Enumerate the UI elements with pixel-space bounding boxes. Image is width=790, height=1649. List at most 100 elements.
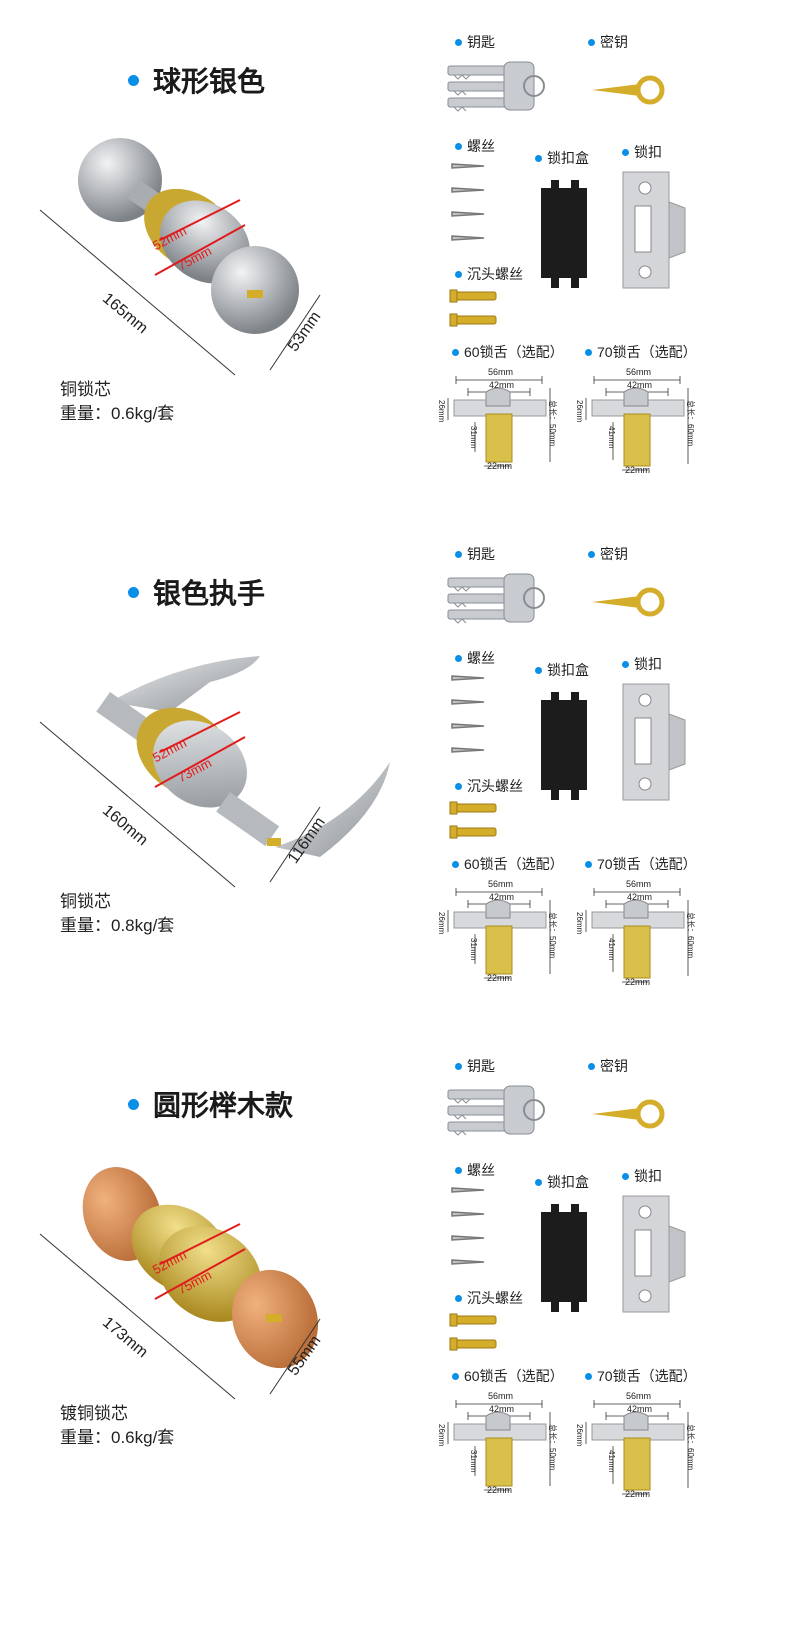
secret-key-icon [592, 1099, 665, 1129]
latch70-diagram [585, 376, 689, 471]
countersunk-screws-icon [449, 289, 497, 327]
countersunk-label: 沉头螺丝 [455, 776, 523, 796]
strike-plate-icon [622, 683, 686, 801]
bullet-dot [452, 348, 459, 356]
secret-key-icon [592, 75, 665, 105]
latch70-diagram [585, 888, 689, 983]
bullet-dot [452, 860, 459, 868]
bullet-dot [585, 348, 592, 356]
strike-box-icon [541, 692, 587, 800]
latch70-height-41: 41mm [607, 1450, 616, 1473]
screws-icon [451, 1187, 485, 1265]
bullet-dot [128, 586, 139, 598]
product-title-text: 圆形榉木款 [153, 1090, 294, 1121]
bullet-dot [452, 1372, 459, 1380]
secret-key-label: 密钥 [588, 544, 628, 564]
keys-icon [447, 61, 545, 112]
screws-icon [451, 163, 485, 241]
latch60-height-26: 26mm [437, 912, 446, 935]
bullet-dot [588, 1062, 595, 1070]
latch60-height-31: 31mm [469, 1450, 478, 1473]
lock-core-text: 铜锁芯 [60, 380, 111, 399]
bullet-dot [588, 38, 595, 46]
countersunk-label: 沉头螺丝 [455, 1288, 523, 1308]
latch60-diagram [447, 1400, 551, 1491]
bullet-dot [455, 782, 462, 790]
product-section: 球形银色 铜锁芯 重量：0.6kg/套 钥匙 密钥 [0, 0, 790, 520]
key-label: 钥匙 [455, 32, 495, 52]
product-title-text: 球形银色 [153, 66, 266, 97]
bullet-dot [455, 1294, 462, 1302]
latch60-total: 总长：50mm [548, 400, 557, 447]
countersunk-screws-icon [449, 801, 497, 839]
latch60-width-56: 56mm [488, 879, 514, 889]
strike-box-label: 锁扣盒 [535, 660, 589, 680]
bullet-dot [455, 38, 462, 46]
latch60-label: 60锁舌（选配） [452, 342, 564, 362]
countersunk-label: 沉头螺丝 [455, 264, 523, 284]
strike-plate-icon [622, 1195, 686, 1313]
latch60-total: 总长：50mm [548, 912, 557, 959]
latch60-label: 60锁舌（选配） [452, 1366, 564, 1386]
latch70-width-22: 22mm [625, 977, 651, 987]
secret-key-label: 密钥 [588, 32, 628, 52]
strike-plate-label: 锁扣 [622, 142, 662, 162]
latch60-width-42: 42mm [489, 1404, 515, 1414]
latch60-total: 总长：50mm [548, 1424, 557, 1471]
latch70-label: 70锁舌（选配） [585, 854, 697, 874]
bullet-dot [585, 1372, 592, 1380]
latch60-width-56: 56mm [488, 367, 514, 377]
latch60-label: 60锁舌（选配） [452, 854, 564, 874]
strike-box-label: 锁扣盒 [535, 148, 589, 168]
latch70-width-22: 22mm [625, 1489, 651, 1499]
product-spec: 铜锁芯 重量：0.8kg/套 [60, 890, 174, 938]
latch60-height-26: 26mm [437, 400, 446, 423]
screws-label: 螺丝 [455, 1160, 495, 1180]
strike-box-icon [541, 180, 587, 288]
bullet-dot [535, 154, 542, 162]
secret-key-label: 密钥 [588, 1056, 628, 1076]
product-title-text: 银色执手 [153, 578, 266, 609]
product-title: 圆形榉木款 [128, 1084, 293, 1124]
product-spec: 镀铜锁芯 重量：0.6kg/套 [60, 1402, 174, 1450]
latch60-height-26: 26mm [437, 1424, 446, 1447]
latch70-total: 总长：60mm [686, 400, 695, 447]
secret-key-icon [592, 587, 665, 617]
product-section: 圆形榉木款 镀铜锁芯 重量：0.6kg/套 钥匙 密钥 [0, 1024, 790, 1544]
latch70-width-42: 42mm [627, 1404, 653, 1414]
weight-text: 重量：0.6kg/套 [60, 404, 175, 423]
latch60-width-22: 22mm [487, 461, 513, 471]
screws-icon [451, 675, 485, 753]
latch70-height-41: 41mm [607, 938, 616, 961]
latch70-label: 70锁舌（选配） [585, 1366, 697, 1386]
latch70-width-42: 42mm [627, 380, 653, 390]
product-section: 银色执手 铜锁芯 重量：0.8kg/套 钥匙 密钥 [0, 512, 790, 1032]
key-label: 钥匙 [455, 544, 495, 564]
lock-core-text: 铜锁芯 [60, 892, 111, 911]
latch60-width-22: 22mm [487, 1485, 513, 1495]
lock-illustration [39, 656, 390, 888]
latch70-width-56: 56mm [626, 367, 652, 377]
latch60-width-42: 42mm [489, 892, 515, 902]
keys-icon [447, 1085, 545, 1136]
weight-text: 重量：0.6kg/套 [60, 1428, 175, 1447]
latch70-height-26: 26mm [575, 912, 584, 935]
latch70-total: 总长：60mm [686, 912, 695, 959]
bullet-dot [622, 1172, 629, 1180]
bullet-dot [455, 1062, 462, 1070]
latch70-label: 70锁舌（选配） [585, 342, 697, 362]
bullet-dot [455, 550, 462, 558]
bullet-dot [535, 666, 542, 674]
screws-label: 螺丝 [455, 648, 495, 668]
latch60-width-42: 42mm [489, 380, 515, 390]
latch60-height-31: 31mm [469, 426, 478, 449]
strike-plate-label: 锁扣 [622, 1166, 662, 1186]
bullet-dot [622, 660, 629, 668]
latch70-width-42: 42mm [627, 892, 653, 902]
bullet-dot [455, 654, 462, 662]
strike-box-label: 锁扣盒 [535, 1172, 589, 1192]
bullet-dot [622, 148, 629, 156]
bullet-dot [588, 550, 595, 558]
latch60-diagram [447, 376, 551, 467]
key-label: 钥匙 [455, 1056, 495, 1076]
